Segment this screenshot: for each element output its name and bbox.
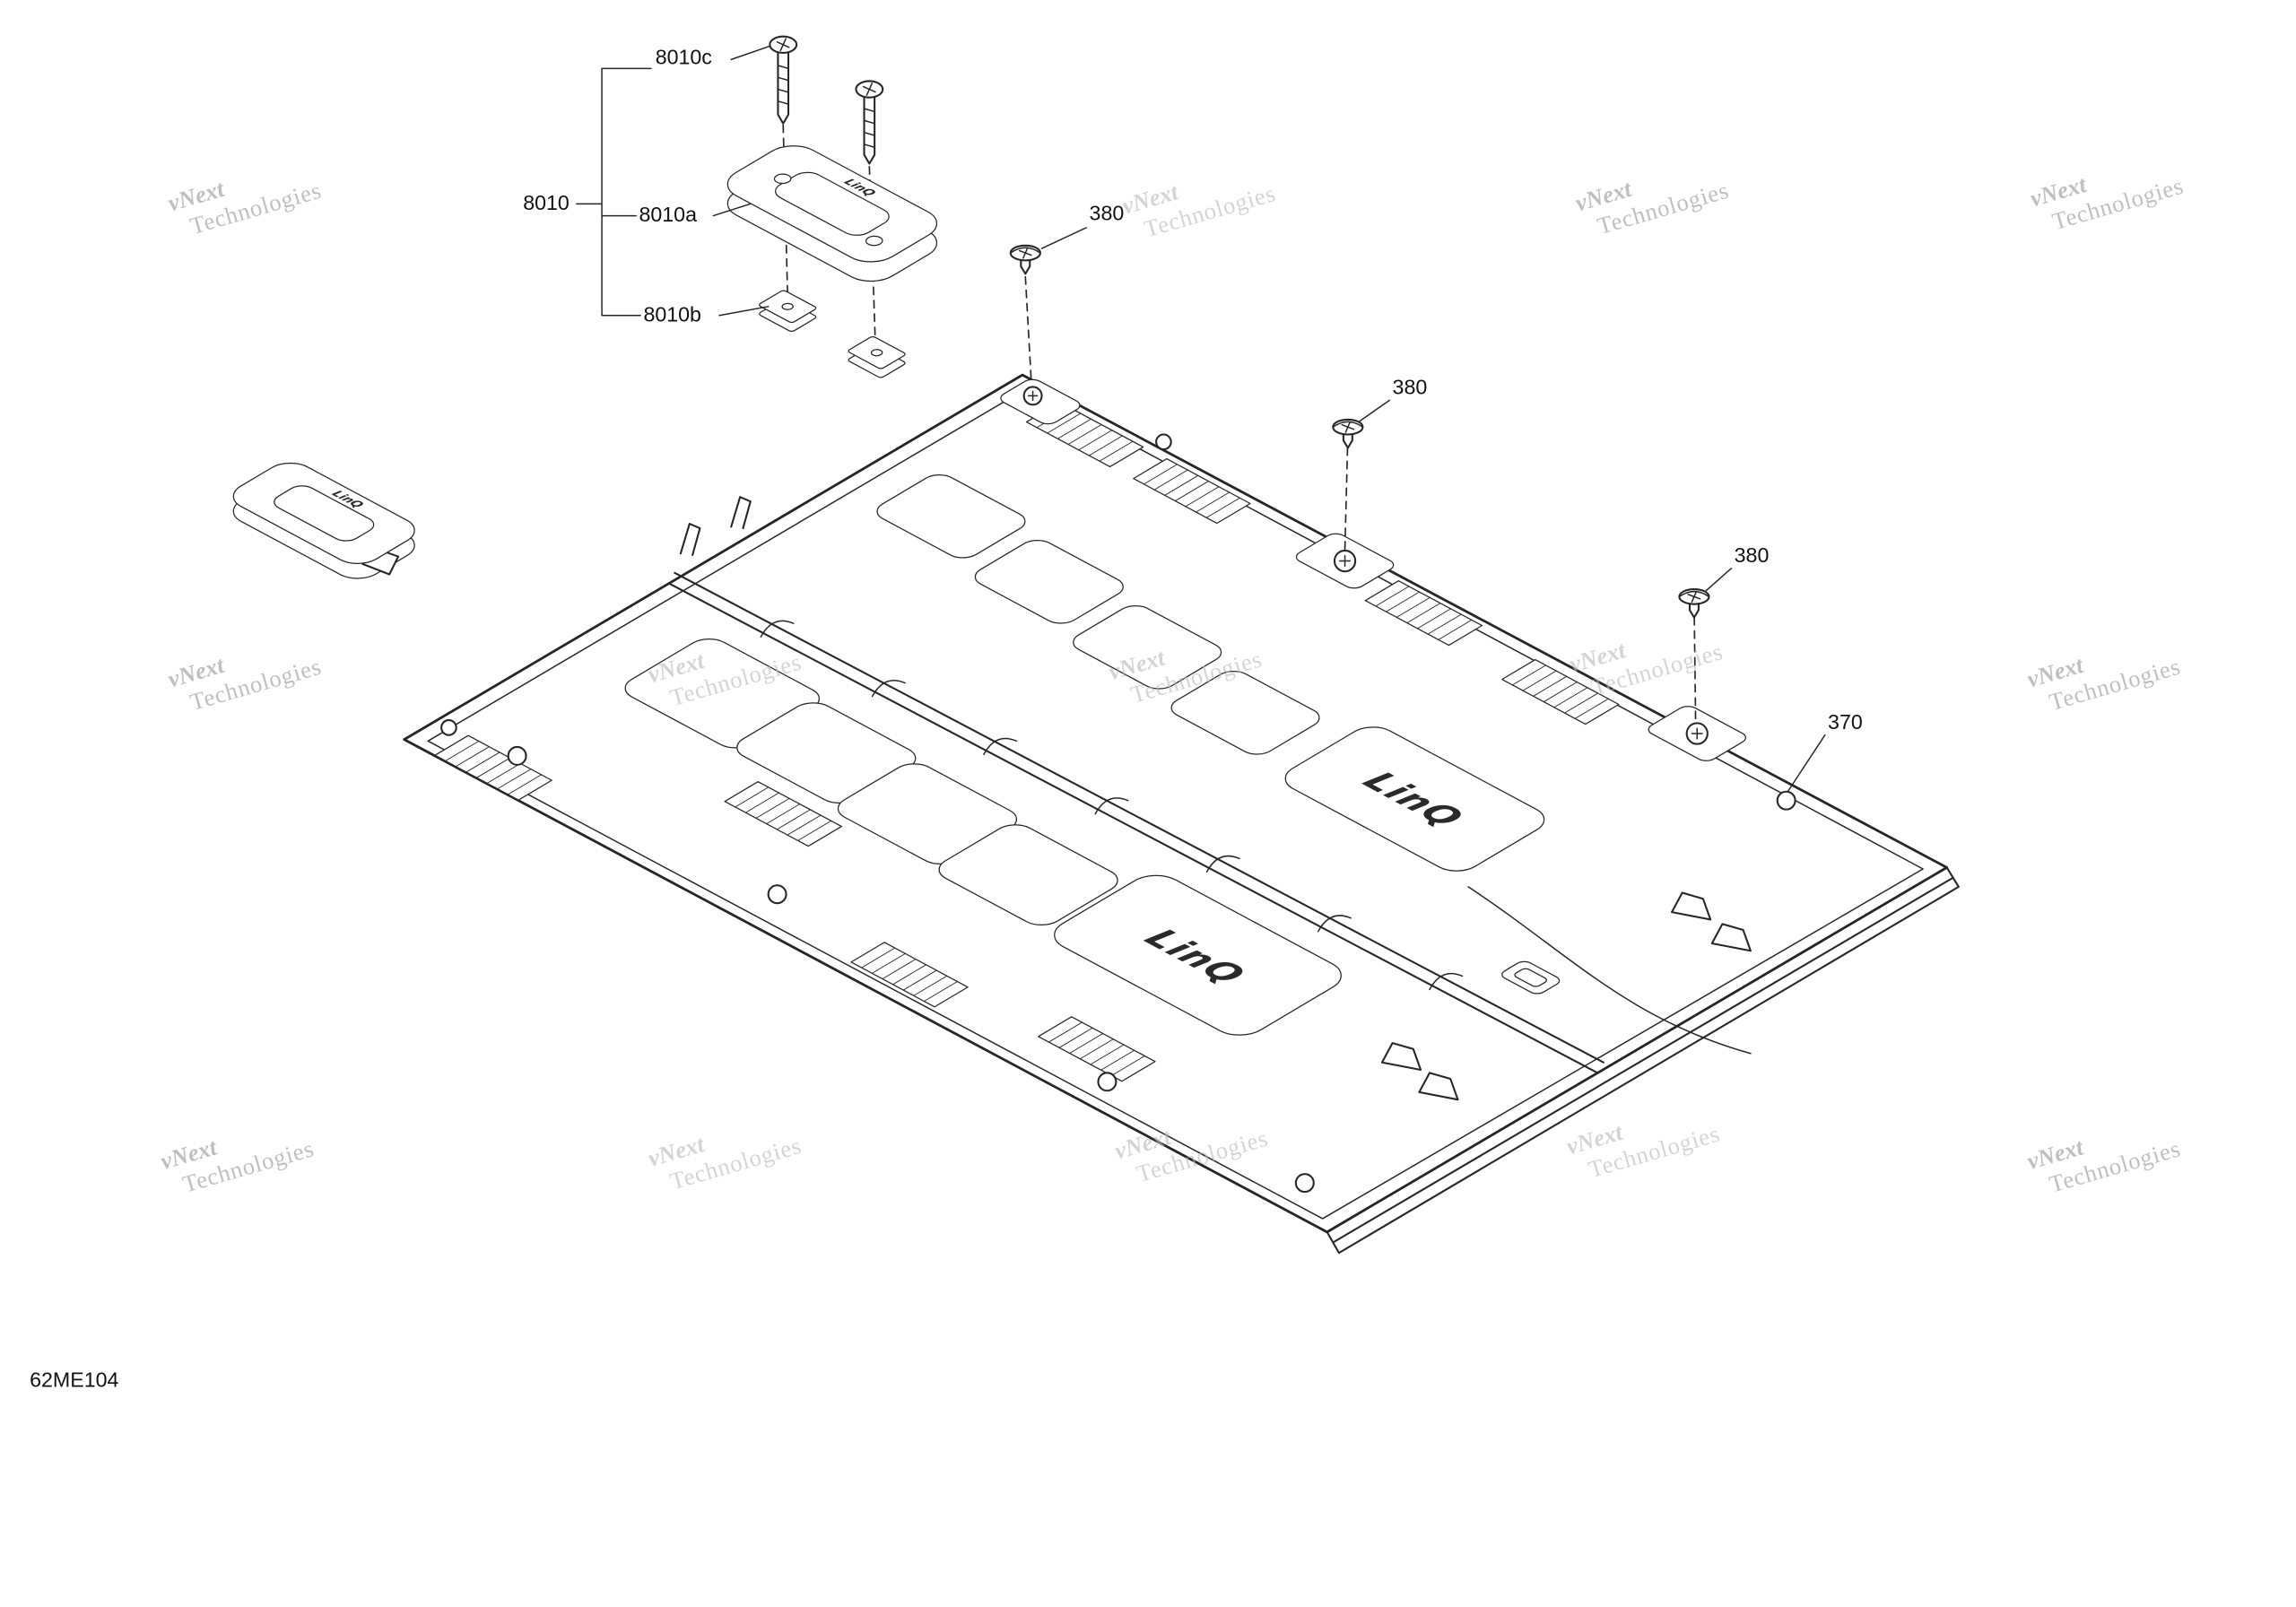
callout-labels: 8010c 8010 8010a 8010b 380 380 380 370 bbox=[523, 45, 1863, 734]
panel-pad bbox=[870, 471, 1033, 562]
flat-screw-8010c bbox=[769, 35, 798, 125]
ridge-hooks bbox=[760, 620, 1464, 991]
callout-8010c: 8010c bbox=[656, 45, 712, 68]
leader-line bbox=[730, 45, 771, 61]
linq-pad-lower: LinQ bbox=[1042, 869, 1353, 1042]
square-nut-8010b bbox=[758, 290, 817, 323]
callout-380-c: 380 bbox=[1735, 543, 1770, 567]
ridge-line bbox=[667, 571, 1605, 1074]
screw-hole bbox=[767, 884, 787, 905]
screw-hole bbox=[1097, 1072, 1118, 1092]
screw-hole bbox=[1685, 722, 1709, 745]
latch-body-8010a: LinQ bbox=[716, 139, 949, 268]
screw-380-group bbox=[1009, 244, 1710, 619]
latch-assembly-8010: LinQ bbox=[716, 35, 949, 378]
screw-hole bbox=[1776, 790, 1796, 811]
screw-hole bbox=[1155, 433, 1172, 451]
ribbed-vent bbox=[725, 782, 841, 847]
leader-line bbox=[712, 203, 752, 217]
callout-380-a: 380 bbox=[1090, 202, 1125, 225]
floor-panel: LinQ LinQ bbox=[403, 373, 1960, 1255]
callout-370: 370 bbox=[1828, 710, 1863, 734]
latch-slot bbox=[1499, 960, 1563, 995]
ribbed-vent bbox=[1502, 660, 1619, 725]
clip-bump bbox=[1418, 1072, 1459, 1101]
watermark: vNext Technologies bbox=[165, 175, 325, 240]
callout-lines bbox=[576, 45, 1826, 793]
flat-screw-8010c bbox=[855, 80, 884, 165]
square-nut-8010b bbox=[847, 336, 906, 369]
watermark: vNext Technologies bbox=[1119, 178, 1279, 243]
screw-hole bbox=[1294, 1173, 1315, 1194]
leader-line bbox=[1359, 399, 1391, 422]
panel-pad bbox=[968, 536, 1131, 628]
clip-bump bbox=[1671, 891, 1712, 921]
screw-380 bbox=[1332, 418, 1364, 449]
screw-hole bbox=[1022, 386, 1043, 406]
screw-hole bbox=[507, 745, 527, 766]
watermark: vNext Technologies bbox=[645, 1130, 804, 1195]
watermark: vNext Technologies bbox=[165, 651, 325, 717]
linq-pad-upper: LinQ bbox=[1274, 721, 1554, 876]
leader-line bbox=[1040, 227, 1087, 249]
watermark: vNext Technologies bbox=[158, 1133, 317, 1198]
watermark: vNext Technologies bbox=[2024, 651, 2184, 717]
watermark: vNext Technologies bbox=[2027, 170, 2187, 236]
screw-380 bbox=[1009, 244, 1041, 275]
screw-hole bbox=[1333, 549, 1357, 573]
fork-clips bbox=[679, 496, 752, 556]
leader-line bbox=[1705, 568, 1733, 592]
anchor-body: LinQ bbox=[223, 457, 425, 569]
ribbed-vent bbox=[1365, 581, 1482, 646]
watermark: vNext Technologies bbox=[1572, 175, 1732, 240]
ribbed-vent bbox=[1039, 1017, 1155, 1081]
clip-bump bbox=[1380, 1042, 1422, 1072]
ribbed-vent bbox=[851, 942, 968, 1007]
callout-8010b: 8010b bbox=[643, 302, 700, 326]
panel-pad bbox=[1065, 602, 1229, 693]
screw-hole bbox=[440, 719, 457, 736]
panel-pad bbox=[1164, 667, 1327, 759]
leader-line bbox=[1787, 734, 1826, 793]
molded-curve bbox=[1467, 886, 1752, 1055]
panel-pad bbox=[930, 820, 1126, 930]
linq-anchor-part: LinQ bbox=[223, 457, 425, 585]
callout-380-b: 380 bbox=[1393, 376, 1428, 399]
leader-line bbox=[718, 306, 770, 317]
callout-8010: 8010 bbox=[523, 191, 570, 214]
bracket-8010 bbox=[576, 67, 652, 317]
callout-8010a: 8010a bbox=[639, 203, 697, 226]
ribbed-vent bbox=[1134, 459, 1250, 524]
floor-panel-outline bbox=[403, 373, 1949, 1234]
floor-panel-inner-rim bbox=[427, 387, 1924, 1220]
watermark: vNext Technologies bbox=[2024, 1133, 2184, 1198]
drawing-number: 62ME104 bbox=[30, 1368, 118, 1391]
screw-380 bbox=[1678, 588, 1710, 619]
clip-bump bbox=[1710, 923, 1752, 952]
floor-panel-lip bbox=[1326, 866, 1960, 1255]
